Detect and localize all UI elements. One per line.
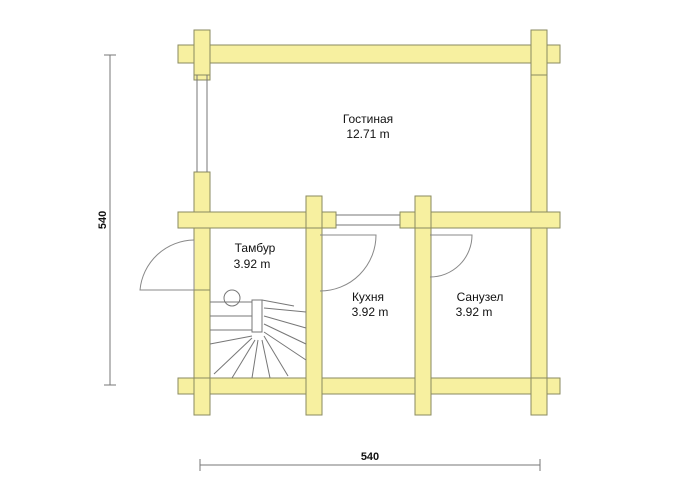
room-living: Гостиная 12.71 m bbox=[343, 112, 393, 141]
dimension-vertical: 540 bbox=[97, 54, 116, 386]
staircase bbox=[209, 289, 307, 379]
log-end-mid-top1 bbox=[305, 195, 323, 229]
room-kitchen: Кухня 3.92 m bbox=[352, 290, 389, 319]
room-vestibule-name: Тамбур bbox=[235, 241, 276, 255]
door-entrance bbox=[139, 239, 195, 291]
room-living-area: 12.71 m bbox=[346, 127, 389, 141]
window-left bbox=[196, 75, 208, 172]
dimension-horizontal: 540 bbox=[199, 451, 541, 471]
log-end-br bbox=[530, 377, 548, 416]
log-end-mid-top2 bbox=[414, 195, 432, 229]
wall-vestibule-kitchen bbox=[305, 195, 323, 416]
log-end-tl bbox=[193, 29, 211, 76]
room-bathroom: Санузел 3.92 m bbox=[456, 290, 504, 319]
room-bathroom-name: Санузел bbox=[457, 290, 504, 304]
room-living-name: Гостиная bbox=[343, 112, 393, 126]
stair-core bbox=[251, 299, 263, 333]
wall-middle-left bbox=[177, 211, 337, 229]
log-end-tr bbox=[530, 29, 548, 76]
walls bbox=[177, 29, 561, 416]
log-end-bl bbox=[193, 377, 211, 416]
room-bathroom-area: 3.92 m bbox=[456, 305, 493, 319]
dimension-horizontal-label: 540 bbox=[361, 451, 379, 463]
wall-kitchen-bathroom bbox=[414, 195, 432, 416]
opening-kitchen bbox=[336, 214, 400, 226]
door-bathroom bbox=[429, 234, 473, 278]
dimension-vertical-label: 540 bbox=[97, 211, 109, 229]
room-kitchen-name: Кухня bbox=[352, 290, 384, 304]
wall-top bbox=[177, 44, 561, 64]
door-vestibule bbox=[319, 234, 377, 292]
room-kitchen-area: 3.92 m bbox=[352, 305, 389, 319]
wall-bottom bbox=[177, 377, 561, 395]
wall-middle-right bbox=[399, 211, 561, 229]
stair-pole bbox=[223, 289, 241, 307]
room-vestibule-area: 3.92 m bbox=[234, 257, 271, 271]
room-vestibule: Тамбур 3.92 m bbox=[234, 241, 276, 271]
